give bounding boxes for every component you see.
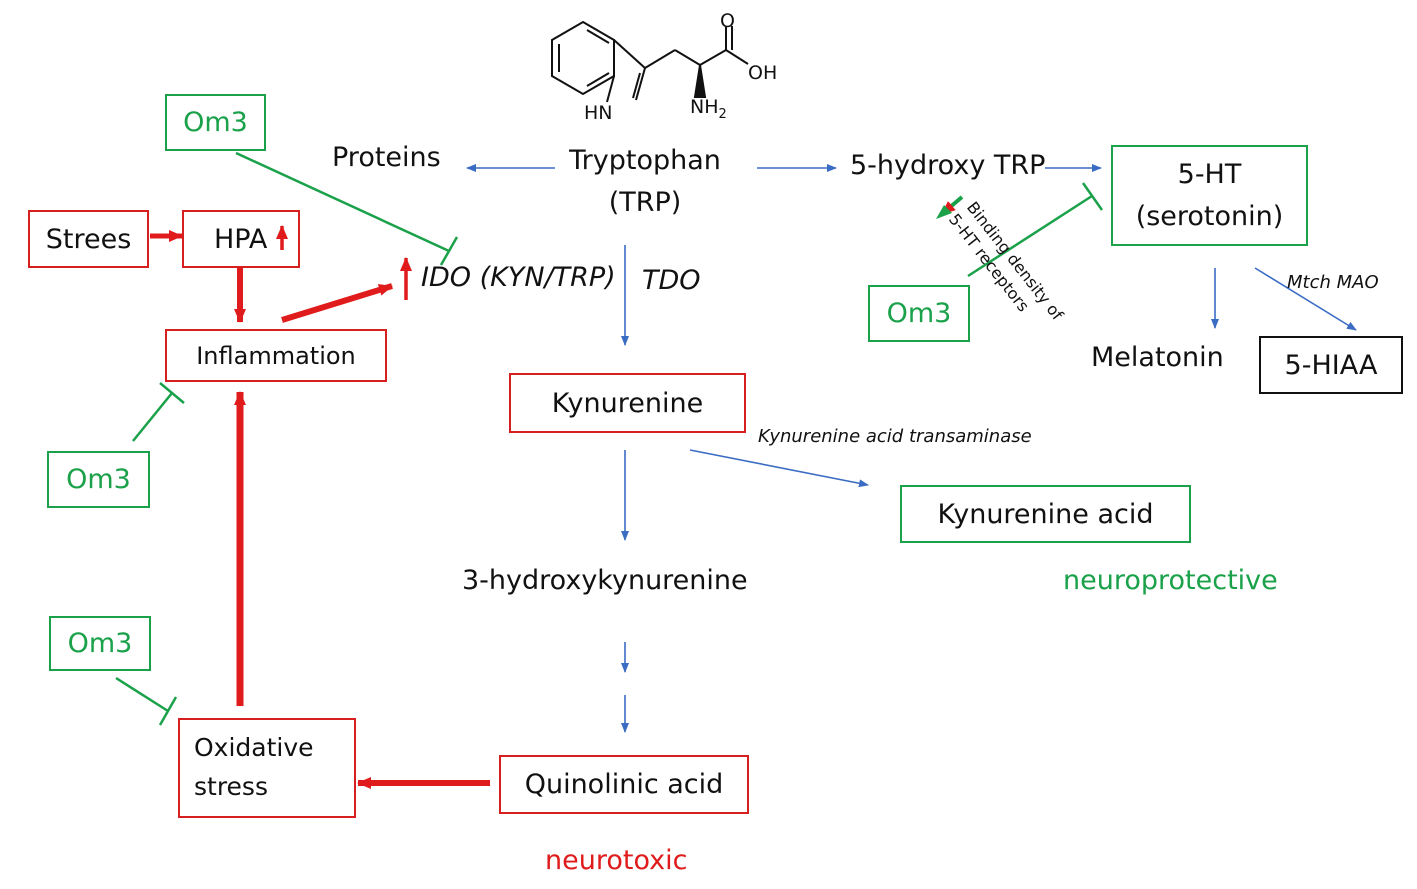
- tdo-enzyme-label: TDO: [642, 265, 701, 296]
- om3-label-serotonin: Om3: [886, 298, 952, 329]
- mao-label: Mtch MAO: [1287, 272, 1379, 293]
- om3-box-serotonin: Om3: [868, 285, 970, 342]
- neuroprotective-label: neuroprotective: [1063, 565, 1278, 596]
- om3-label-oxidative: Om3: [67, 628, 133, 659]
- kynurenine-acid-box: Kynurenine acid: [900, 485, 1191, 543]
- hpa-label: HPA: [214, 223, 268, 255]
- strees-label: Strees: [45, 223, 132, 255]
- atom-hn: HN: [584, 102, 613, 124]
- proteins-label: Proteins: [332, 142, 441, 173]
- om3-inhibits-ido: [235, 151, 459, 266]
- melatonin-label: Melatonin: [1091, 342, 1224, 373]
- kynurenine-box: Kynurenine: [509, 373, 746, 433]
- hiaa-box: 5-HIAA: [1259, 336, 1403, 394]
- hpa-box: HPA: [182, 210, 300, 268]
- tryptophan-name: Tryptophan: [569, 145, 721, 176]
- quinolinic-acid-box: Quinolinic acid: [499, 755, 749, 814]
- serotonin-abbrev: 5-HT: [1177, 158, 1242, 190]
- hydroxykynurenine-label: 3-hydroxykynurenine: [462, 565, 748, 596]
- atom-nh2: NH2: [690, 96, 727, 122]
- hydroxy-trp-label: 5-hydroxy TRP: [850, 150, 1046, 181]
- serotonin-name: (serotonin): [1135, 200, 1284, 232]
- tryptophan-abbrev: (TRP): [608, 186, 682, 218]
- tryptophan-label: Tryptophan (TRP): [560, 140, 730, 224]
- quinolinic-acid-label: Quinolinic acid: [524, 769, 724, 800]
- atom-hydroxyl: OH: [748, 62, 778, 84]
- inflammation-label: Inflammation: [196, 341, 356, 370]
- atom-oxygen: O: [720, 10, 735, 32]
- inflammation-box: Inflammation: [165, 329, 387, 382]
- binding-down-arrowhead: [936, 205, 952, 219]
- hiaa-label: 5-HIAA: [1284, 349, 1378, 381]
- arrow-5ht-to-5hiaa: [1254, 267, 1357, 331]
- arrow-inflammation-to-ido: [281, 283, 393, 323]
- tryptophan-structure: [551, 20, 749, 103]
- kynurenine-label: Kynurenine: [551, 387, 704, 419]
- arrow-kynurenine-to-kyna: [689, 449, 869, 488]
- om3-label-ido: Om3: [183, 107, 248, 138]
- om3-inhibits-5ht-binding: [967, 182, 1104, 278]
- ido-enzyme-label: IDO (KYN/TRP): [421, 262, 616, 293]
- oxidative-line1: Oxidative: [194, 733, 314, 763]
- transaminase-label: Kynurenine acid transaminase: [758, 426, 1032, 447]
- om3-inhibits-inflammation: [132, 382, 185, 442]
- kynurenine-acid-label: Kynurenine acid: [937, 498, 1154, 530]
- om3-box-oxidative: Om3: [49, 616, 151, 671]
- neurotoxic-label: neurotoxic: [545, 845, 688, 876]
- om3-inhibits-oxidative: [115, 676, 178, 726]
- om3-label-inflammation: Om3: [66, 464, 131, 495]
- oxidative-stress-box: Oxidative stress: [178, 718, 356, 818]
- om3-box-ido: Om3: [165, 94, 266, 151]
- oxidative-line2: stress: [194, 772, 268, 801]
- om3-box-inflammation: Om3: [47, 451, 150, 508]
- strees-box: Strees: [28, 210, 149, 268]
- serotonin-box: 5-HT (serotonin): [1111, 145, 1308, 246]
